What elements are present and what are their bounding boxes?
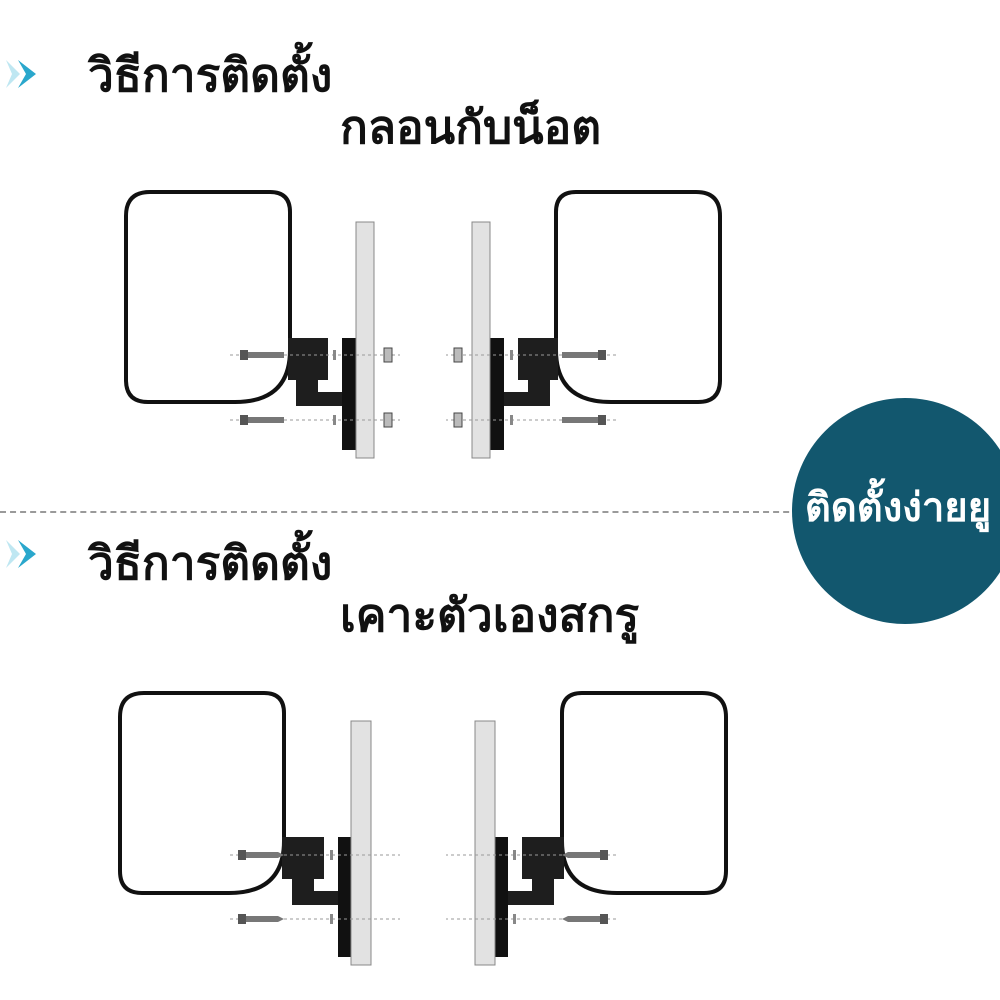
right-door-panel: [471, 221, 491, 459]
left-washer-bottom: [330, 914, 333, 924]
easy-install-badge: ติดตั้งง่ายยู: [792, 398, 1000, 624]
mirror-installation-diagram: [118, 691, 728, 966]
right-mirror-assembly: [446, 190, 722, 459]
right-nut-top: [453, 347, 463, 363]
left-mirror-arm: [288, 338, 328, 380]
right-washer-top: [513, 850, 516, 860]
badge-text: ติดตั้งง่ายยู: [804, 485, 992, 531]
right-mirror-assembly: [446, 691, 728, 966]
right-door-panel: [474, 720, 496, 966]
right-mirror-joint: [506, 877, 554, 905]
right-mirror-frame: [560, 691, 728, 895]
section-title-line1: วิธีการติดตั้ง: [88, 48, 333, 102]
section-divider: [0, 511, 1000, 513]
section-self-tapping-screw: วิธีการติดตั้ง เคาะตัวเองสกรู: [0, 512, 1000, 1000]
right-screw-top: [562, 850, 608, 860]
left-nut-bottom: [383, 412, 393, 428]
left-washer-top: [330, 850, 333, 860]
right-mirror-frame: [554, 190, 722, 404]
left-mounting-bracket: [338, 837, 352, 957]
right-mirror-arm: [518, 338, 558, 380]
left-mirror-arm: [282, 837, 324, 879]
right-mirror-joint: [501, 378, 550, 406]
mirror-installation-diagram: [124, 190, 722, 459]
left-mirror-frame: [118, 691, 286, 895]
left-mirror-frame: [124, 190, 292, 404]
right-nut-bottom: [453, 412, 463, 428]
left-mirror-joint: [296, 378, 345, 406]
left-door-panel: [355, 221, 375, 459]
left-bolt-bottom: [240, 415, 284, 425]
left-washer-bottom: [333, 415, 336, 425]
right-washer-bottom: [510, 415, 513, 425]
left-mirror-assembly: [118, 691, 400, 966]
left-mounting-bracket: [342, 338, 356, 450]
double-chevron-right-icon: [6, 60, 36, 88]
double-chevron-right-icon: [6, 540, 36, 568]
left-mirror-joint: [292, 877, 340, 905]
left-screw-bottom: [238, 914, 284, 924]
right-mirror-arm: [522, 837, 564, 879]
section-title-line2: เคาะตัวเองสกรู: [340, 588, 640, 642]
left-mirror-assembly: [124, 190, 400, 459]
section-title-line1: วิธีการติดตั้ง: [88, 536, 333, 590]
right-mounting-bracket: [490, 338, 504, 450]
left-bolt-top: [240, 350, 284, 360]
section-bolt-nut: วิธีการติดตั้ง กลอนกับน็อต: [6, 48, 722, 459]
right-washer-bottom: [513, 914, 516, 924]
left-nut-top: [383, 347, 393, 363]
left-screw-top: [238, 850, 284, 860]
right-screw-bottom: [562, 914, 608, 924]
right-bolt-bottom: [562, 415, 606, 425]
right-washer-top: [510, 350, 513, 360]
left-door-panel: [350, 720, 372, 966]
right-bolt-top: [562, 350, 606, 360]
section-title-line2: กลอนกับน็อต: [340, 100, 602, 154]
right-mounting-bracket: [494, 837, 508, 957]
left-washer-top: [333, 350, 336, 360]
